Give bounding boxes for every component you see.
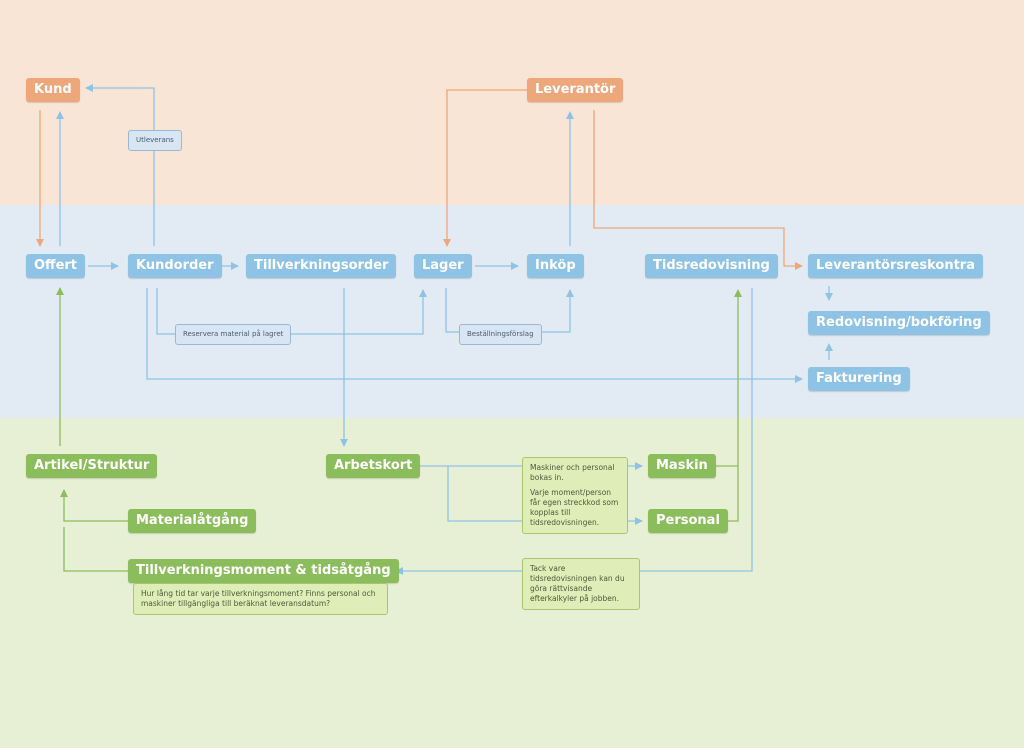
note-arbetskort: Maskiner och personal bokas in. Varje mo…: [522, 457, 628, 534]
node-leverantor: Leverantör: [527, 78, 624, 102]
node-tidsredovisning: Tidsredovisning: [645, 254, 778, 278]
node-tillverkningsorder: Tillverkningsorder: [246, 254, 397, 278]
arrow-tidsredovisning-tillverkningsmoment: [395, 288, 753, 575]
band-customer-supplier: [0, 0, 1024, 205]
note-arbetskort-booking: Maskiner och personal bokas in.: [530, 463, 615, 482]
note-efterkalkyl: Tack vare tidsredovisningen kan du göra …: [522, 558, 640, 610]
node-lager: Lager: [414, 254, 472, 278]
node-artikel-struktur: Artikel/Struktur: [26, 454, 158, 478]
node-redovisning: Redovisning/bokföring: [808, 311, 990, 335]
arrow-kundorder-fakturering: [146, 288, 803, 383]
note-arbetskort-barcode: Varje moment/person får egen streckkod s…: [530, 488, 619, 527]
node-personal: Personal: [648, 509, 728, 533]
node-tillverkningsmoment: Tillverkningsmoment & tidsåtgång: [128, 559, 399, 583]
node-inkop: Inköp: [527, 254, 584, 278]
node-arbetskort: Arbetskort: [326, 454, 421, 478]
note-tillverkningsmoment: Hur lång tid tar varje tillverkningsmome…: [133, 583, 388, 615]
arrow-leverantor-reskontra: [593, 110, 803, 270]
arrow-personal-tidsredovisning: [726, 466, 739, 522]
arrow-maskin-tidsredovisning: [716, 289, 742, 467]
label-reservera-material: Reservera material på lagret: [175, 324, 292, 345]
arrow-material-artikel: [60, 489, 128, 522]
arrow-leverantor-lager: [443, 89, 527, 247]
arrow-tillverkningsmoment-artikel: [63, 527, 128, 572]
node-materialatgang: Materialåtgång: [128, 509, 257, 533]
node-maskin: Maskin: [648, 454, 716, 478]
node-offert: Offert: [26, 254, 86, 278]
label-bestallningsforslag: Beställningsförslag: [459, 324, 542, 345]
node-leverantorsreskontra: Leverantörsreskontra: [808, 254, 983, 278]
label-utleverans: Utleverans: [128, 130, 182, 151]
node-kund: Kund: [26, 78, 80, 102]
node-fakturering: Fakturering: [808, 367, 910, 391]
node-kundorder: Kundorder: [128, 254, 222, 278]
arrow-kundorder-kund: [85, 84, 155, 246]
